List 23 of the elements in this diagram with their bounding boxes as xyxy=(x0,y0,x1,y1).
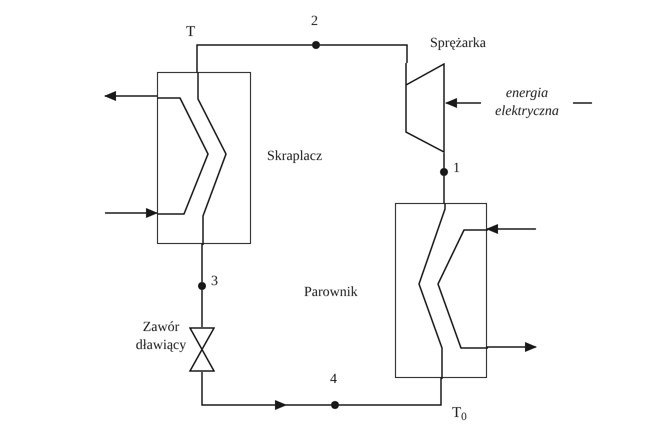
component-label: Parownik xyxy=(304,284,358,302)
flow-arrow xyxy=(486,224,536,234)
pipe-line xyxy=(320,44,408,63)
pipe-line xyxy=(443,153,445,168)
flow-arrow xyxy=(487,342,537,352)
pipe-line xyxy=(196,44,312,72)
point-number: 3 xyxy=(211,273,218,291)
flow-arrow xyxy=(201,372,331,410)
temperature-label: T xyxy=(186,23,196,41)
flow-arrow xyxy=(104,91,157,101)
point-number: 2 xyxy=(311,13,318,31)
point-number: 1 xyxy=(453,160,460,178)
edge-label: energia elektryczna xyxy=(481,85,573,121)
temperature-label: T$_{0}$ xyxy=(452,404,467,422)
flow-arrow xyxy=(105,208,158,218)
point-number: 4 xyxy=(330,371,337,389)
pipe-line xyxy=(339,378,442,406)
component-label: Skraplacz xyxy=(267,148,322,166)
component-label: Zawór dławiący xyxy=(135,319,187,355)
pipe-line xyxy=(443,176,445,203)
component-label: Sprężarka xyxy=(430,35,486,53)
pipe-line xyxy=(201,244,203,282)
pipe-line xyxy=(201,290,203,327)
